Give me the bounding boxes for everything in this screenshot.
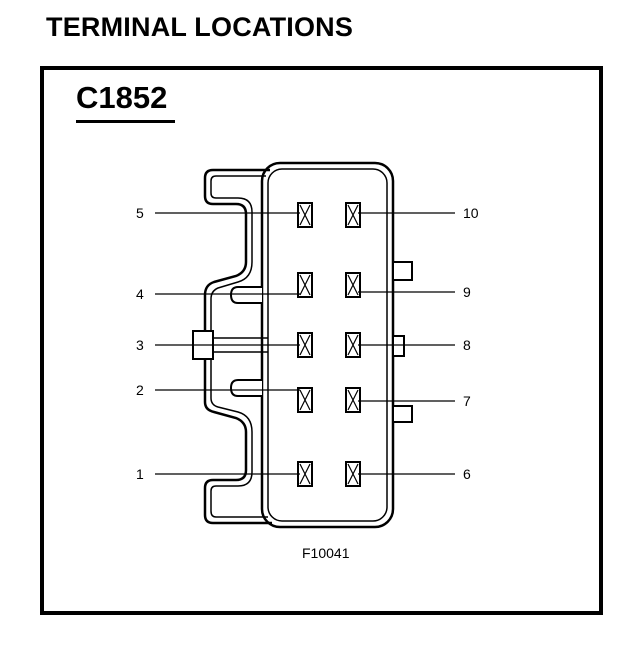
terminal-cavity-8 xyxy=(345,332,361,358)
figure-code: F10041 xyxy=(302,545,350,561)
terminal-cavity-7 xyxy=(345,387,361,413)
terminal-cavity-3 xyxy=(297,332,313,358)
right-tab-lower xyxy=(392,405,413,423)
lock-tab-lower xyxy=(229,379,262,397)
terminal-label-2: 2 xyxy=(136,382,144,398)
terminal-cavity-1 xyxy=(297,461,313,487)
diagram-frame xyxy=(40,66,603,615)
terminal-label-6: 6 xyxy=(463,466,471,482)
connector-id: C1852 xyxy=(76,80,168,115)
page-title: TERMINAL LOCATIONS xyxy=(46,12,354,42)
terminal-cavities xyxy=(297,202,361,487)
terminal-label-3: 3 xyxy=(136,337,144,353)
terminal-cavity-4 xyxy=(297,272,313,298)
terminal-label-4: 4 xyxy=(136,286,144,302)
right-tab-middle xyxy=(392,335,405,357)
terminal-label-5: 5 xyxy=(136,205,144,221)
terminal-label-8: 8 xyxy=(463,337,471,353)
right-tab-upper xyxy=(392,261,413,281)
terminal-cavity-5 xyxy=(297,202,313,228)
connector-id-underline xyxy=(76,120,175,123)
terminal-cavity-2 xyxy=(297,387,313,413)
lock-tab-upper xyxy=(229,286,262,304)
terminal-label-1: 1 xyxy=(136,466,144,482)
connector-latch-inner xyxy=(210,175,268,518)
terminal-cavity-10 xyxy=(345,202,361,228)
terminal-label-10: 10 xyxy=(463,205,479,221)
terminal-cavity-6 xyxy=(345,461,361,487)
terminal-cavity-9 xyxy=(345,272,361,298)
terminal-label-7: 7 xyxy=(463,393,471,409)
terminal-label-9: 9 xyxy=(463,284,471,300)
leader-lines xyxy=(155,212,455,475)
